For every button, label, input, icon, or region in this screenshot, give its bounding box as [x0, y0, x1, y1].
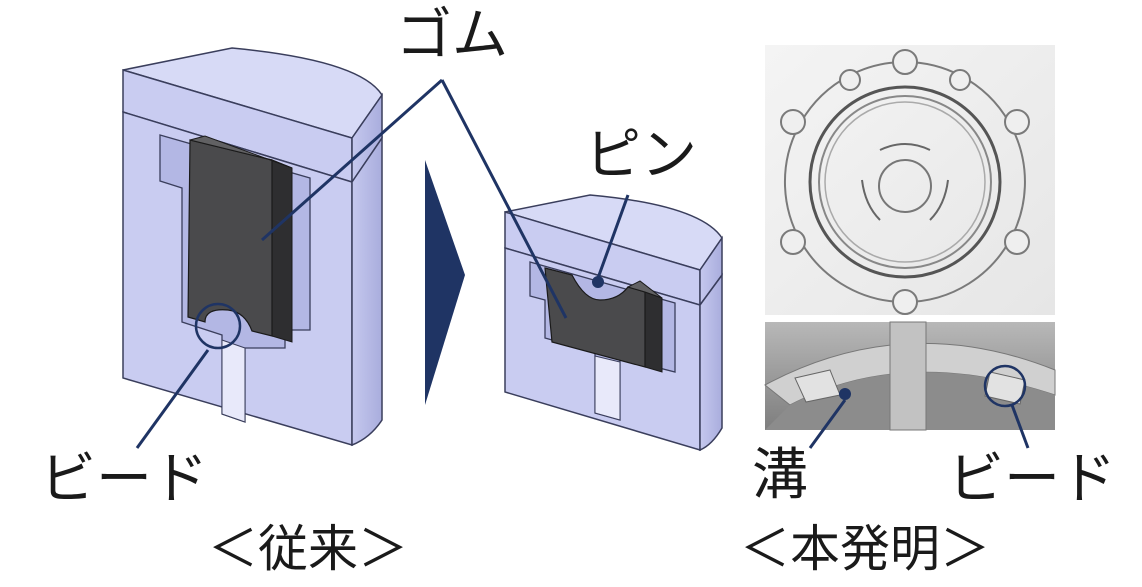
notch [839, 69, 861, 91]
notch [780, 109, 806, 135]
leader-rubber-right [440, 79, 568, 319]
notch [780, 229, 806, 255]
leader-rubber-left [261, 78, 443, 242]
label-bead-right: ビード [948, 447, 1116, 512]
invention-photo-top [765, 45, 1055, 315]
arrow-icon [425, 160, 465, 405]
invention-body-side [699, 272, 723, 452]
slot [929, 179, 949, 221]
label-groove: 溝 [752, 443, 808, 508]
invention-rubber-top [626, 280, 663, 299]
center-bore [878, 159, 932, 213]
invention-cavity-light [594, 355, 621, 421]
conventional-rubber-side [271, 159, 293, 343]
notch [892, 289, 918, 315]
invention-photo-bottom [764, 321, 1056, 431]
shaft [889, 321, 927, 431]
label-rubber: ゴム [396, 3, 508, 68]
conventional-body-side [351, 135, 383, 447]
slot [879, 143, 931, 151]
leader-bead-left [135, 349, 210, 449]
bead-marker-left [194, 302, 242, 350]
conventional-cavity-shadow [221, 339, 246, 423]
conventional-rubber [187, 139, 273, 337]
notch [949, 69, 971, 91]
slot [861, 179, 881, 221]
leader-bead-right [1010, 404, 1030, 449]
label-bead-left: ビード [40, 447, 208, 512]
caption-invention: ＜本発明＞ [740, 520, 990, 578]
groove-dot [839, 388, 851, 400]
bead-step [984, 371, 1026, 405]
inner-ring-lip [824, 101, 986, 263]
leader-groove [808, 399, 847, 449]
notch [1004, 109, 1030, 135]
conventional-rubber-top [189, 135, 293, 169]
bead-marker-right [983, 364, 1027, 408]
leader-pin [596, 194, 630, 279]
notch [1004, 229, 1030, 255]
notch [892, 49, 918, 75]
inner-ring-inner [818, 95, 992, 269]
inner-ring-outer [808, 85, 1002, 279]
pin-dot [592, 276, 604, 288]
label-pin: ピン [585, 123, 697, 188]
conventional-model [122, 47, 383, 447]
invention-rubber-side [644, 291, 663, 373]
caption-conventional: ＜従来＞ [208, 520, 408, 578]
